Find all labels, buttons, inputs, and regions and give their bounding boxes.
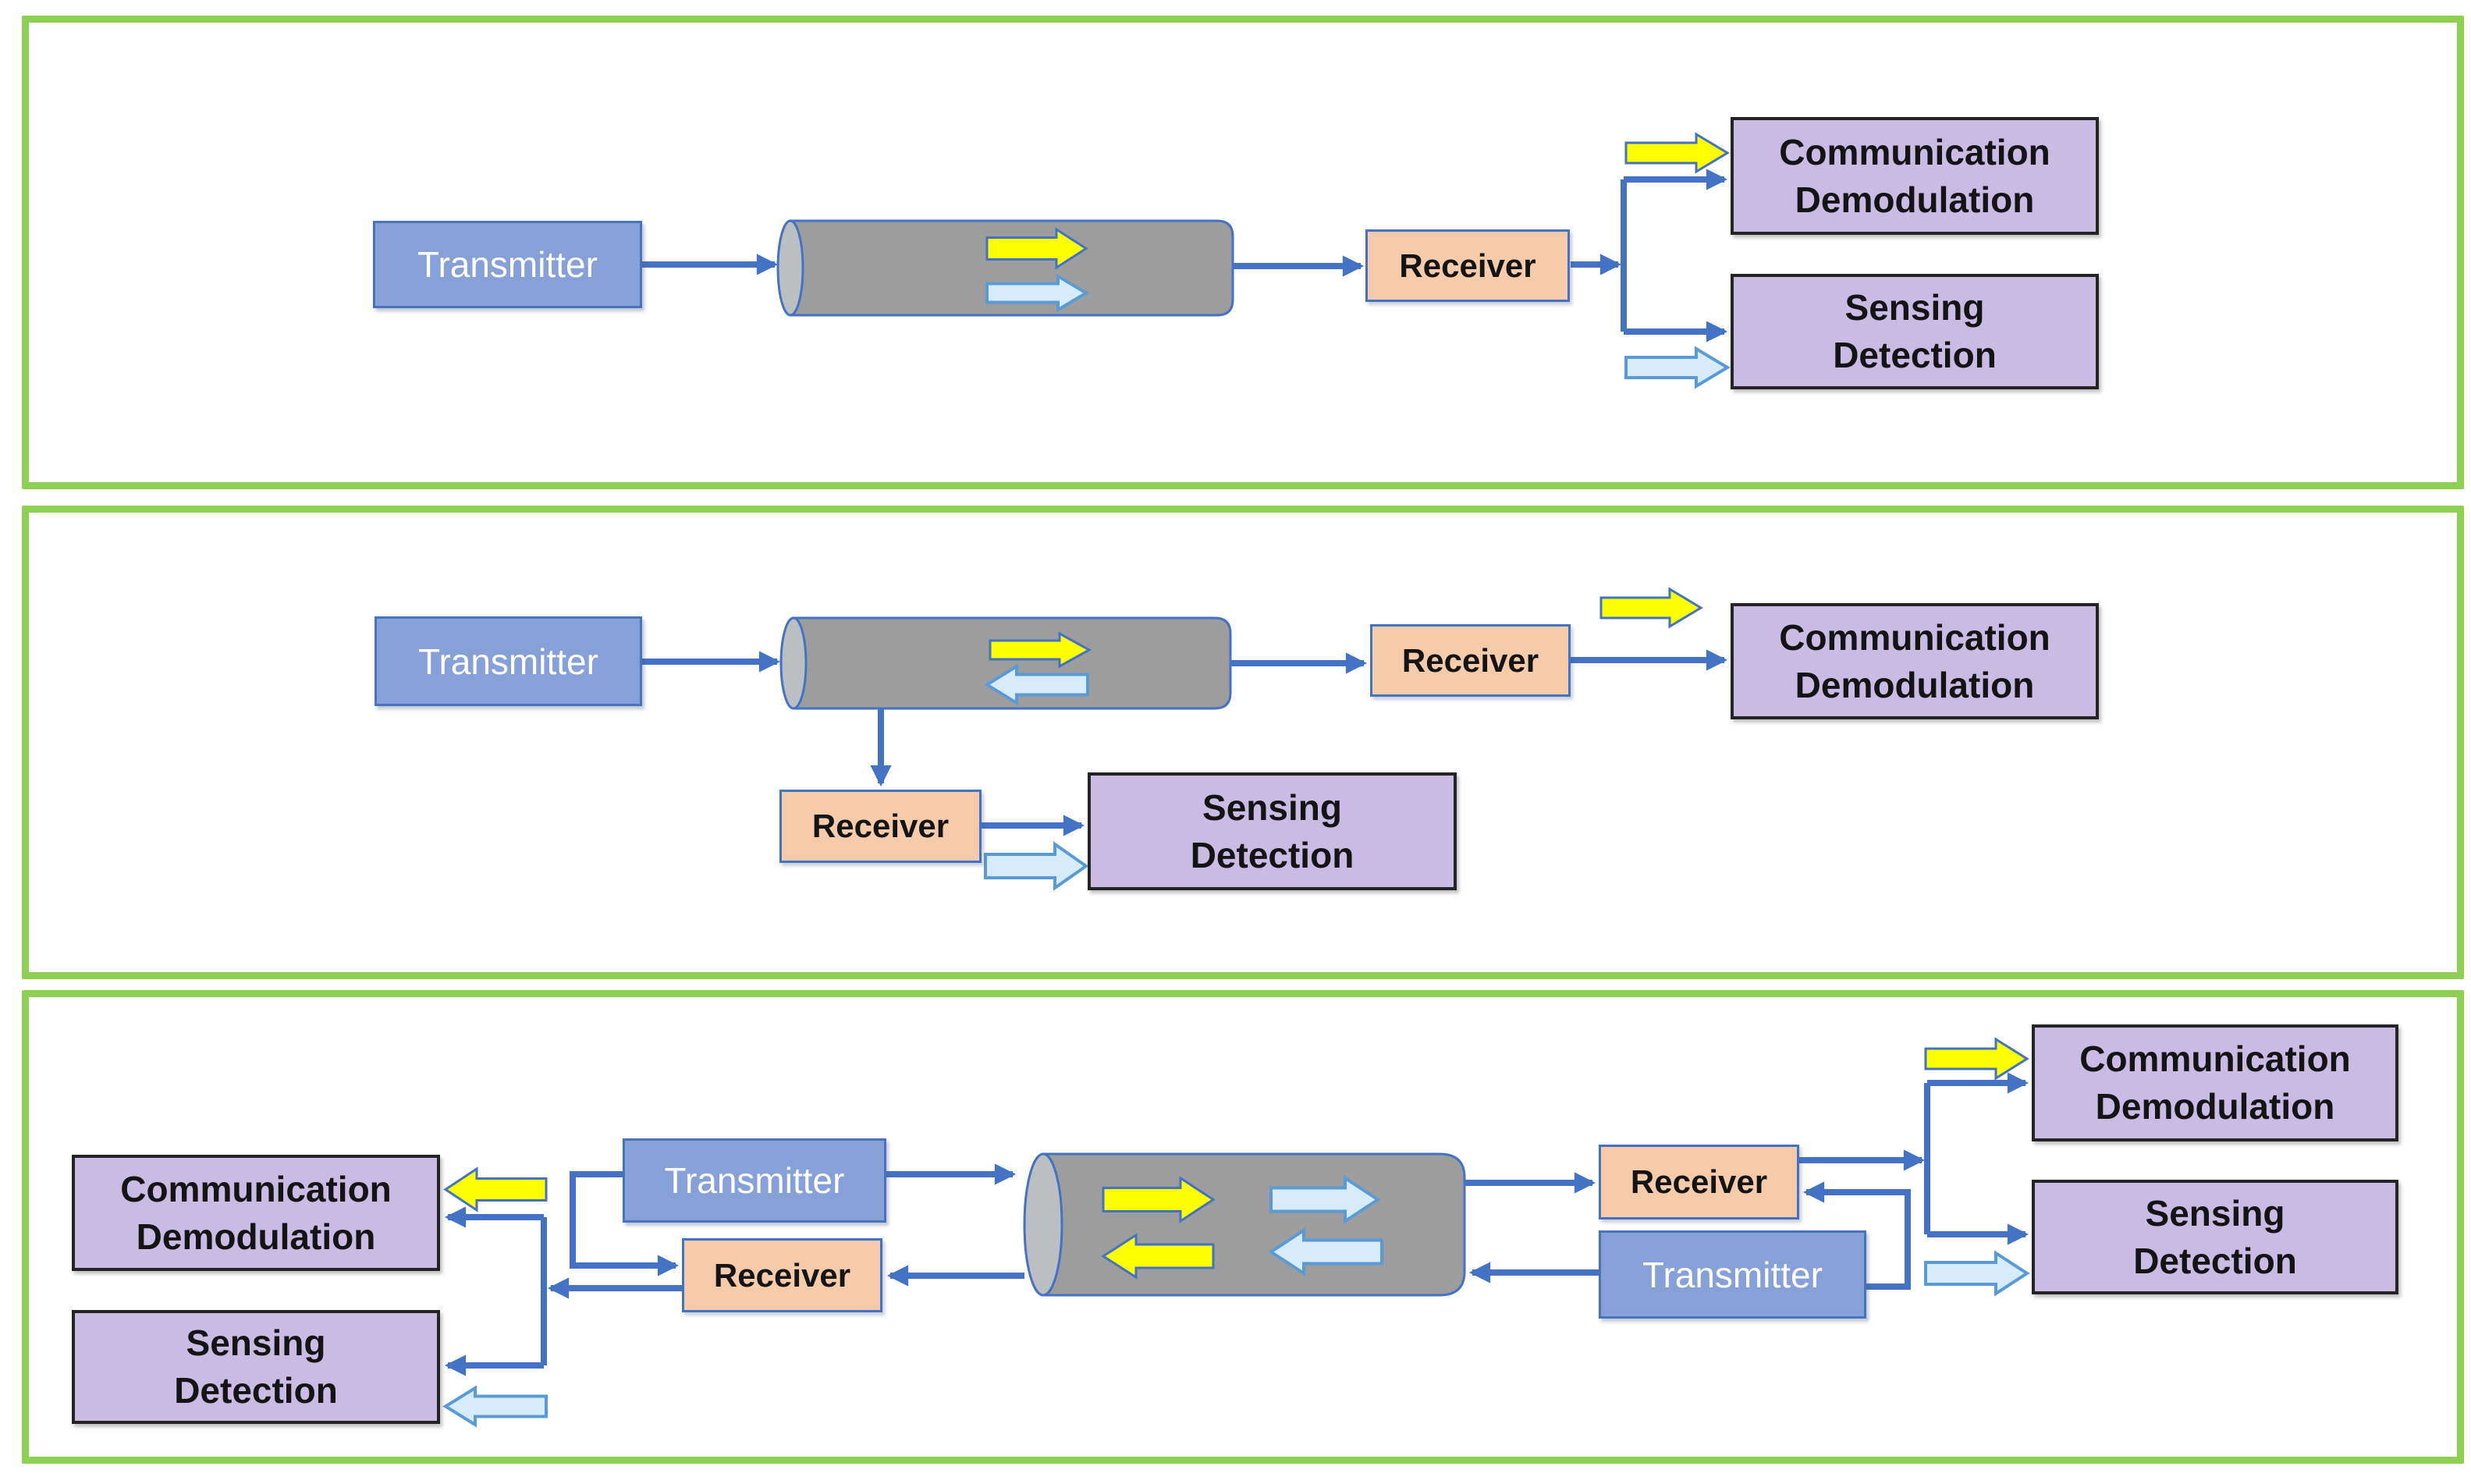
sense-signal-arrow-panel3-right [1924,1250,2030,1297]
comm-signal-forward-arrow-fiber1 [985,227,1088,270]
sensing-detection-box-panel3-left: Sensing Detection [72,1310,440,1424]
receiver-label: Receiver [713,1256,851,1294]
transmitter-box-panel3-left: Transmitter [623,1138,886,1223]
sensing-detection-box-panel3-right: Sensing Detection [2032,1180,2398,1294]
transmitter-label: Transmitter [1642,1254,1823,1295]
sense-signal-backscatter-arrow-fiber2 [984,663,1089,706]
comm-signal-backward-arrow-fiber3 [1101,1233,1215,1280]
sensing-detection-label: Sensing Detection [2133,1192,2297,1281]
comm-signal-forward-arrow-fiber3 [1102,1176,1216,1223]
sense-signal-arrow-panel1 [1624,346,1731,389]
comm-signal-arrow-panel2 [1599,587,1703,629]
fiber-2-body [792,616,1232,710]
transmitter-box-panel1: Transmitter [373,221,642,308]
sense-signal-arrow-panel3-left [442,1385,548,1428]
communication-demodulation-box-panel3-left: Communication Demodulation [72,1155,440,1271]
sensing-detection-label: Sensing Detection [1833,287,1997,375]
comm-signal-arrow-panel1 [1624,132,1730,174]
sensing-detection-label: Sensing Detection [174,1322,338,1411]
receiver-box-panel3-left: Receiver [682,1238,882,1312]
comm-signal-arrow-panel3-left [443,1166,548,1212]
communication-demodulation-label: Communication Demodulation [2079,1038,2351,1127]
transmitter-box-panel3-right: Transmitter [1599,1230,1866,1319]
fiber-3-end-cap [1023,1152,1063,1297]
fiber-3-body [1042,1152,1466,1297]
sense-signal-arrow-panel2 [984,841,1089,891]
sense-signal-backward-arrow-fiber3 [1268,1227,1383,1276]
sensing-detection-label: Sensing Detection [1190,786,1354,875]
receiver-label: Receiver [1630,1163,1768,1200]
connector-transmitter3R-to-receiver3R [1802,1181,1911,1290]
communication-demodulation-label: Communication Demodulation [1779,131,2050,220]
transmitter-label: Transmitter [664,1160,845,1201]
sense-signal-forward-arrow-fiber1 [985,273,1089,313]
communication-demodulation-label: Communication Demodulation [1779,616,2050,705]
communication-demodulation-box-panel2: Communication Demodulation [1731,603,2099,719]
receiver-box-panel3-right: Receiver [1599,1145,1799,1220]
communication-receiver-box-panel2: Receiver [1370,624,1571,697]
receiver-box-panel1: Receiver [1365,229,1570,302]
receiver-label: Receiver [811,808,950,844]
transmitter-label: Transmitter [418,641,598,682]
communication-demodulation-box-panel1: Communication Demodulation [1731,117,2099,235]
fiber-1-body [789,219,1234,317]
transmitter-box-panel2: Transmitter [375,616,642,706]
sensing-detection-box-panel1: Sensing Detection [1731,274,2099,389]
sensing-detection-box-panel2: Sensing Detection [1088,772,1457,890]
receiver-label: Receiver [1401,641,1539,679]
communication-demodulation-label: Communication Demodulation [120,1168,392,1257]
communication-demodulation-box-panel3-right: Communication Demodulation [2032,1024,2398,1141]
sense-signal-forward-arrow-fiber3 [1269,1175,1381,1224]
fiber-2-end-cap [779,616,808,710]
comm-signal-forward-arrow-fiber2 [989,631,1092,669]
panel-2-frame [22,506,2464,979]
sensing-receiver-box-panel2: Receiver [779,790,982,863]
receiver-label: Receiver [1399,247,1536,284]
comm-signal-arrow-panel3-right [1924,1037,2029,1081]
panel-3-frame [22,990,2464,1464]
panel-1-frame [22,16,2464,489]
connector-transmitter3L-to-receiver3L [570,1171,680,1276]
fiber-1-end-cap [776,219,804,317]
transmitter-label: Transmitter [417,244,598,285]
